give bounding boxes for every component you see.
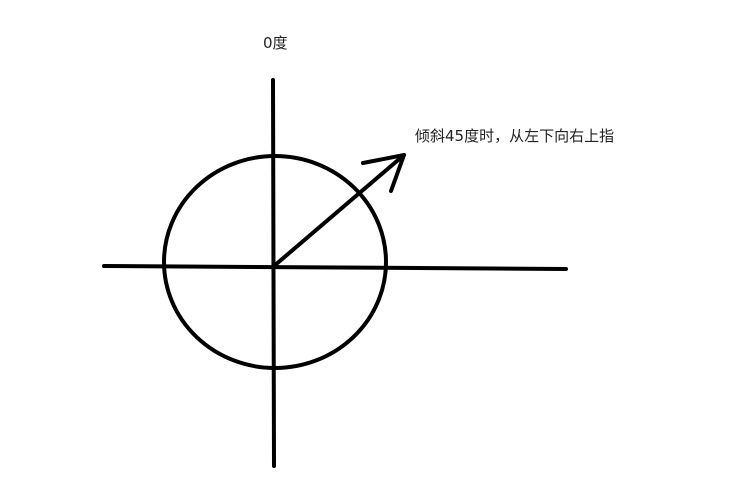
horizontal-axis [102,264,568,271]
circle [162,154,388,370]
arrowhead [361,153,406,193]
tilt-annotation: 倾斜45度时，从左下向右上指 [415,127,615,145]
zero-degree-label: 0度 [263,34,288,52]
arrow-shaft [272,153,406,268]
vertical-axis [271,78,276,468]
